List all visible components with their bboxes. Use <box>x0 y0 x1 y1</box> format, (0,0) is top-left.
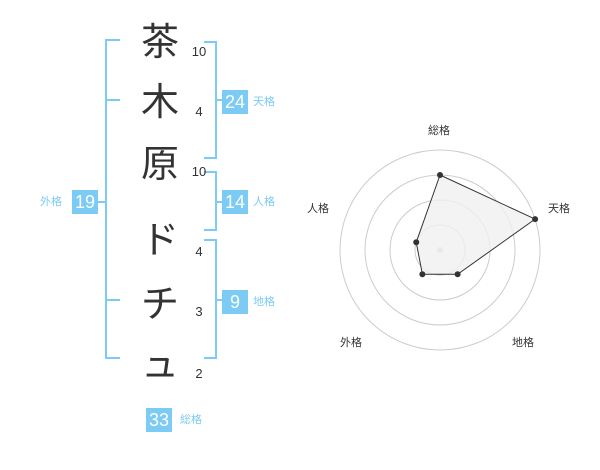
jinkaku-label: 人格 <box>253 195 275 208</box>
radar-series-polygon <box>415 174 537 275</box>
name-char-3: 原 <box>140 142 179 186</box>
radar-axis-label-chikaku: 地格 <box>512 336 534 349</box>
tenkaku-label: 天格 <box>253 95 275 108</box>
radar-axis-label-soukaku: 総格 <box>428 124 450 137</box>
stroke-count-3: 10 <box>191 164 207 179</box>
radar-ring-4 <box>339 149 541 351</box>
gaikaku-label: 外格 <box>40 195 62 208</box>
radar-point-1 <box>437 172 443 178</box>
chikaku-label: 地格 <box>253 295 275 308</box>
name-char-4: ド <box>140 218 179 262</box>
stroke-count-1: 10 <box>191 44 207 59</box>
radar-axis-label-jinkaku: 人格 <box>307 202 329 215</box>
name-char-6: ュ <box>140 342 179 386</box>
stroke-count-5: 3 <box>195 304 203 319</box>
name-char-2: 木 <box>140 80 179 124</box>
soukaku-value: 33 <box>146 408 172 432</box>
jinkaku-value: 14 <box>222 190 248 214</box>
gaikaku-bracket <box>105 39 120 359</box>
gaikaku-value: 19 <box>72 190 98 214</box>
stroke-count-6: 2 <box>195 366 203 381</box>
stroke-count-2: 4 <box>195 104 203 119</box>
name-char-5: チ <box>140 282 179 326</box>
radar-point-5 <box>413 239 420 246</box>
soukaku-label: 総格 <box>180 413 202 426</box>
chikaku-value: 9 <box>222 290 248 314</box>
radar-point-3 <box>454 271 461 278</box>
radar-point-2 <box>532 216 539 223</box>
radar-axis-label-gaikaku: 外格 <box>340 336 362 349</box>
stroke-count-4: 4 <box>195 244 203 259</box>
tenkaku-value: 24 <box>222 90 248 114</box>
name-char-1: 茶 <box>140 20 179 64</box>
radar-point-4 <box>419 271 426 278</box>
radar-axis-label-tenkaku: 天格 <box>548 202 570 215</box>
